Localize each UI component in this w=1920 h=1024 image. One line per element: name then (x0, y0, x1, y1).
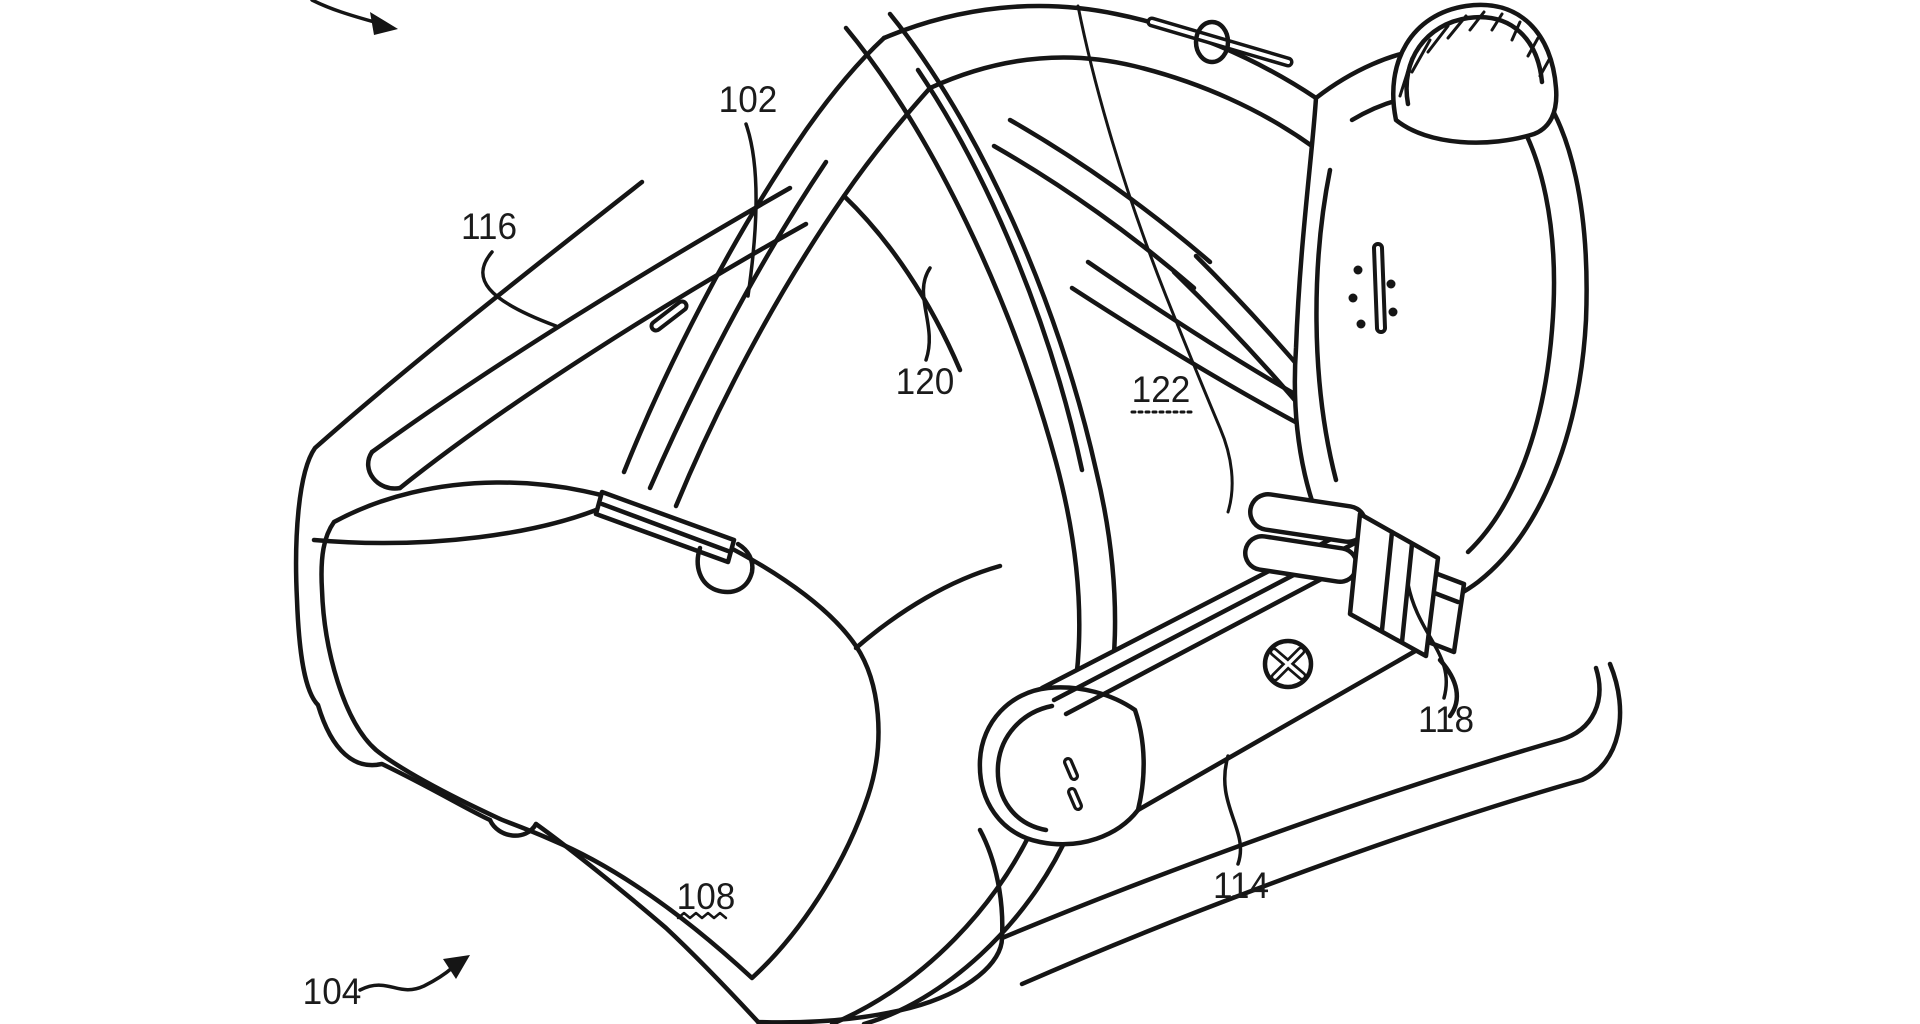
ref-label-120: 120 (895, 361, 955, 402)
leader-line-102 (744, 122, 758, 298)
side-arm (977, 492, 1441, 847)
ref-label-104: 104 (302, 971, 362, 1012)
visor-body (293, 11, 1118, 1024)
knurling-hatch (1398, 10, 1552, 98)
ref-label-122: 122 (1131, 369, 1191, 410)
underline-108-wavy (676, 911, 728, 920)
top-strap (621, 35, 933, 509)
leader-line-114 (1222, 754, 1243, 866)
rear-head-cradle (881, 2, 1589, 719)
ref-label-114: 114 (1212, 865, 1270, 906)
strap-anchor (593, 489, 755, 595)
lower-strap (999, 661, 1623, 987)
pad-vent-details (1348, 242, 1398, 334)
ref-label-116: 116 (460, 206, 518, 247)
figure-pointer-arrow-104 (358, 955, 470, 992)
leader-line-120 (921, 266, 932, 362)
ratchet-hinge (1243, 492, 1368, 584)
strap-buckle (1146, 16, 1294, 68)
ref-label-118: 118 (1417, 699, 1475, 740)
leader-line-118 (1406, 582, 1448, 700)
ref-label-102: 102 (718, 79, 778, 120)
annotations (310, 0, 1448, 992)
screw (1262, 638, 1314, 690)
halo-front-arc (829, 11, 1118, 1024)
adjustment-dial (1391, 2, 1559, 145)
figure-pointer-arrow-topleft (310, 0, 398, 35)
ref-label-108: 108 (676, 876, 736, 917)
side-strap-left (365, 185, 809, 491)
leader-line-116 (481, 250, 558, 328)
nose-notch (487, 817, 539, 838)
